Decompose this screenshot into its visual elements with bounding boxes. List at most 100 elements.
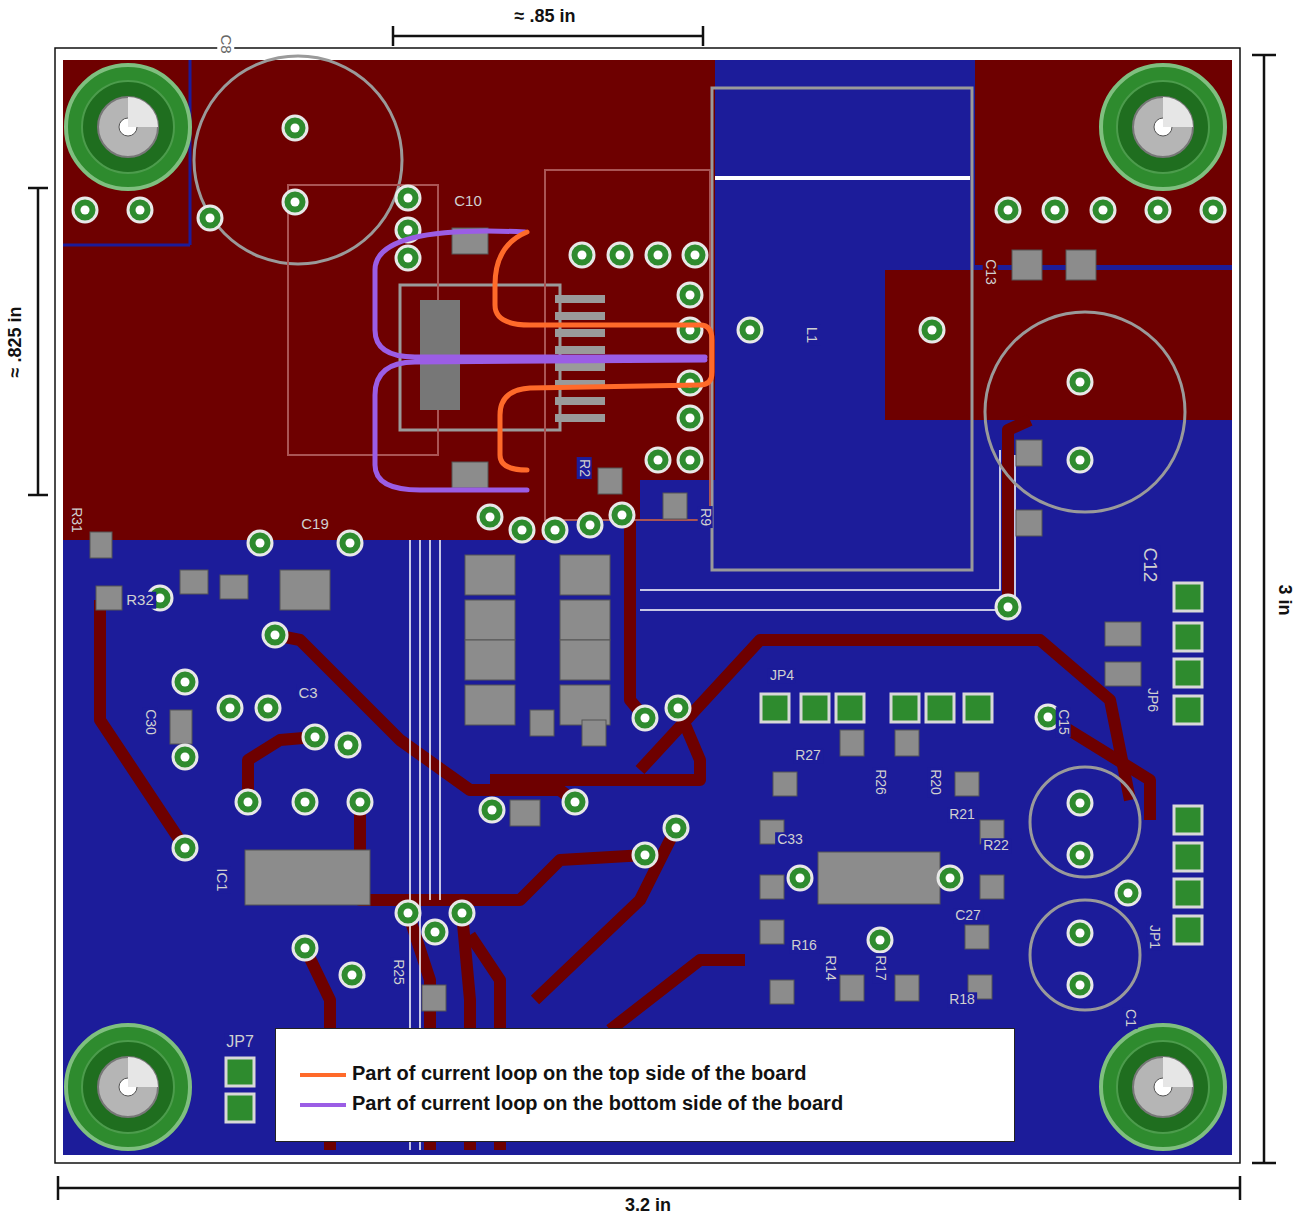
via-pad [480, 798, 504, 822]
via-drill [291, 198, 300, 207]
part-label: L1 [804, 325, 821, 346]
via-pad [423, 920, 447, 944]
via-pad [450, 901, 474, 925]
hole-quadrant [128, 1057, 158, 1087]
part-label: C3 [296, 685, 319, 702]
via-pad [173, 745, 197, 769]
dimension-label: ≈ .825 in [6, 305, 26, 380]
part-label: R32 [124, 592, 156, 609]
via-drill [686, 456, 695, 465]
via-pad [256, 696, 280, 720]
via-drill [1209, 206, 1218, 215]
part-label: JP1 [1146, 923, 1161, 951]
dimension-label: 3.2 in [623, 1196, 673, 1216]
hole-ring [98, 97, 158, 157]
hole-ring [1101, 65, 1225, 189]
via-drill [578, 251, 587, 260]
via-pad [996, 198, 1020, 222]
smd-pad [90, 228, 1141, 1011]
via-drill [181, 844, 190, 853]
via-pad [1091, 198, 1115, 222]
via-drill [641, 851, 650, 860]
via-pad [336, 733, 360, 757]
part-label: C27 [953, 908, 983, 923]
via-drill [654, 456, 663, 465]
via-drill [674, 704, 683, 713]
via-pad [920, 318, 944, 342]
part-label: R27 [793, 748, 823, 763]
via-pad [633, 706, 657, 730]
via-drill [486, 513, 495, 522]
via-drill [571, 798, 580, 807]
via-drill [876, 936, 885, 945]
via-drill [81, 206, 90, 215]
part-label: JP7 [224, 1033, 256, 1051]
via-drill [618, 511, 627, 520]
via-pad [348, 790, 372, 814]
via-drill [206, 214, 215, 223]
mounting-hole [66, 65, 1225, 1149]
via-pad [1068, 843, 1092, 867]
hole-ring [98, 1057, 158, 1117]
dimension-label: ≈ .85 in [513, 7, 578, 27]
via-drill [136, 206, 145, 215]
dimension-line [28, 26, 1276, 1200]
via-drill [404, 254, 413, 263]
via-drill [256, 539, 265, 548]
via-drill [686, 291, 695, 300]
via-pad [248, 531, 272, 555]
part-label: JP4 [768, 668, 796, 683]
via-pad [678, 406, 702, 430]
part-label: C10 [452, 193, 484, 210]
part-label: R17 [872, 953, 887, 983]
part-label: C33 [775, 832, 805, 847]
via-drill [311, 733, 320, 742]
via-drill [356, 798, 365, 807]
via-drill [488, 806, 497, 815]
via-pad [263, 623, 287, 647]
via-drill [181, 678, 190, 687]
via-pad [1068, 921, 1092, 945]
top-copper [63, 60, 1232, 540]
hole-ring [1133, 97, 1193, 157]
via-drill [291, 124, 300, 133]
via-pad [570, 243, 594, 267]
via-pad [198, 206, 222, 230]
via-pad [678, 283, 702, 307]
via-pad [738, 318, 762, 342]
via-drill [344, 741, 353, 750]
via-pad [646, 243, 670, 267]
via-pad [396, 186, 420, 210]
via-pad [338, 531, 362, 555]
via-drill [1044, 713, 1053, 722]
part-label: C1 [1122, 1007, 1137, 1029]
via-pad [666, 696, 690, 720]
via-drill [264, 704, 273, 713]
via-drill [1076, 851, 1085, 860]
via-drill [301, 944, 310, 953]
via-pad [283, 116, 307, 140]
via-pad [396, 901, 420, 925]
via-drill [1154, 206, 1163, 215]
part-label: R2 [576, 457, 591, 479]
bottom-loop [375, 231, 705, 490]
via-pad [578, 513, 602, 537]
via-pad [1068, 791, 1092, 815]
via-drill [1004, 603, 1013, 612]
legend: Part of current loop on the top side of … [275, 1028, 1015, 1142]
via-pad [293, 790, 317, 814]
via-drill [691, 251, 700, 260]
via-pad [128, 198, 152, 222]
part-label: C12 [1140, 546, 1161, 585]
via-drill [431, 928, 440, 937]
via-pad [283, 190, 307, 214]
via-pad [1116, 881, 1140, 905]
via-pad [996, 595, 1020, 619]
via-pad [303, 725, 327, 749]
via-pad [683, 243, 707, 267]
board-outline [55, 48, 1240, 1163]
legend-text: Part of current loop on the bottom side … [352, 1092, 843, 1115]
via-pad [938, 866, 962, 890]
via-drill [672, 824, 681, 833]
dimension-label: 3 in [1274, 582, 1294, 617]
